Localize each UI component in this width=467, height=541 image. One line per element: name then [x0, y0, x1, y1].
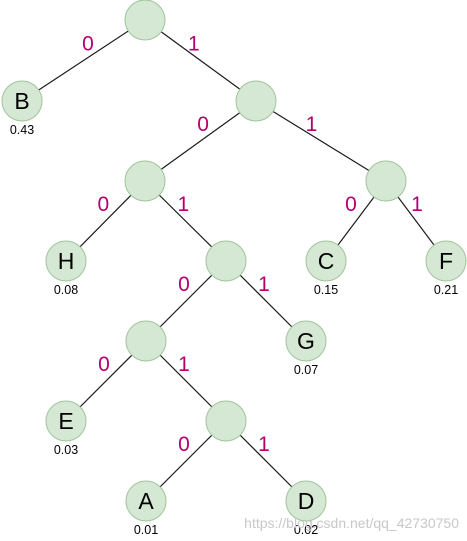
edge-label-1: 1: [258, 433, 270, 456]
leaf-node-circle: [1, 80, 43, 122]
internal-node: [124, 160, 166, 202]
leaf-node-label: B: [14, 88, 29, 114]
leaf-node-circle: [45, 400, 87, 442]
edge-label-1: 1: [178, 193, 190, 216]
leaf-probability: 0.03: [54, 443, 78, 457]
leaf-node-f: F 0.21: [425, 240, 467, 297]
leaf-node-label: E: [58, 408, 73, 434]
leaf-node-circle: [305, 240, 347, 282]
leaf-node-e: E 0.03: [45, 400, 87, 457]
leaf-node-c: C 0.15: [305, 240, 347, 297]
internal-node: [125, 320, 167, 362]
leaf-node-d: D 0.02: [285, 480, 327, 537]
leaf-probability: 0.21: [434, 283, 458, 297]
edge-n-root-to-B: [21, 19, 146, 102]
edge-label-1: 1: [188, 32, 200, 55]
leaf-node-label: F: [439, 248, 453, 274]
edge-n-1-to-n-11: [255, 100, 387, 182]
leaf-probability: 0.07: [294, 363, 318, 377]
edge-labels-layer: 0 1 0 1 0 1 0 1 0 1 0 1 0 1: [82, 32, 423, 456]
edge-label-0: 0: [178, 273, 190, 296]
internal-node: [365, 160, 407, 202]
edge-label-0: 0: [98, 193, 110, 216]
internal-node: [205, 400, 247, 442]
edge-n-root-to-n-1: [144, 19, 257, 102]
edge-label-1: 1: [411, 193, 423, 216]
leaf-node-circle: [285, 480, 327, 522]
leaf-node-label: C: [318, 248, 335, 274]
edge-label-1: 1: [306, 113, 318, 136]
leaf-node-circle: [425, 240, 467, 282]
leaf-node-label: A: [138, 488, 154, 514]
leaf-probability: 0.15: [314, 283, 338, 297]
leaf-node-circle: [45, 240, 87, 282]
edge-label-1: 1: [178, 353, 190, 376]
edge-label-0: 0: [345, 193, 357, 216]
edge-label-1: 1: [258, 273, 270, 296]
watermark-text: https://blog.csdn.net/qq_42730750: [244, 515, 459, 531]
leaf-node-label: H: [58, 248, 75, 274]
edge-n-1-to-n-10: [144, 100, 257, 182]
leaf-node-h: H 0.08: [45, 240, 87, 297]
edge-label-0: 0: [197, 113, 209, 136]
leaf-probability: 0.02: [294, 523, 318, 537]
leaf-node-circle: [285, 320, 327, 362]
edge-label-0: 0: [82, 32, 94, 55]
edge-label-0: 0: [178, 433, 190, 456]
leaf-node-label: G: [297, 328, 315, 354]
leaf-node-g: G 0.07: [285, 320, 327, 377]
internal-node: [205, 240, 247, 282]
edge-label-0: 0: [98, 353, 110, 376]
internal-node: [124, 0, 166, 41]
leaf-probability: 0.08: [54, 283, 78, 297]
leaf-probability: 0.43: [10, 123, 34, 137]
internal-node: [235, 80, 277, 122]
leaf-node-a: A 0.01: [125, 480, 167, 537]
leaf-node-b: B 0.43: [1, 80, 43, 137]
leaf-node-circle: [125, 480, 167, 522]
leaf-node-label: D: [298, 488, 315, 514]
leaf-probability: 0.01: [134, 523, 158, 537]
